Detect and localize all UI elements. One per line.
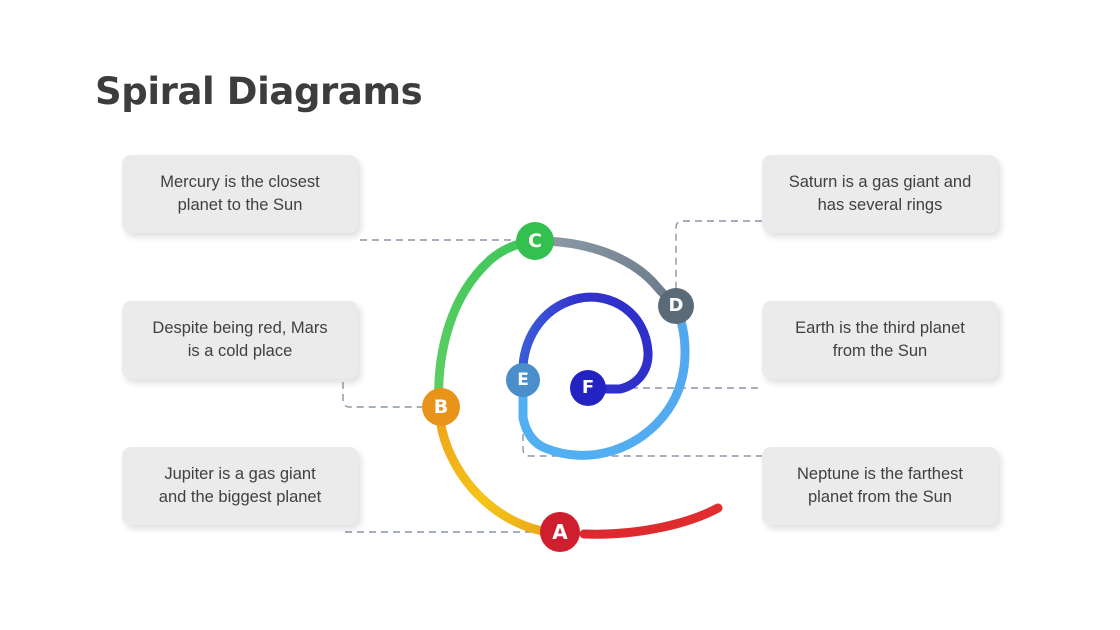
page-title: Spiral Diagrams xyxy=(95,70,423,113)
callout-saturn[interactable]: Saturn is a gas giant and has several ri… xyxy=(762,155,998,233)
callout-saturn-text: Saturn is a gas giant and has several ri… xyxy=(788,173,972,214)
callout-mercury-text: Mercury is the closest planet to the Sun xyxy=(160,173,320,214)
spiral-node-e-label: E xyxy=(517,369,529,390)
spiral-node-a[interactable]: A xyxy=(540,512,580,552)
spiral-node-f-label: F xyxy=(581,377,595,398)
callout-mercury[interactable]: Mercury is the closest planet to the Sun xyxy=(122,155,358,233)
callout-neptune[interactable]: Neptune is the farthest planet from the … xyxy=(762,447,998,525)
spiral-segment-green xyxy=(434,236,539,415)
spiral-node-b-label: B xyxy=(433,395,449,418)
connector-saturn-to-d xyxy=(675,220,762,290)
spiral-node-d-label: D xyxy=(668,295,684,316)
spiral-node-e[interactable]: E xyxy=(506,363,540,397)
spiral-node-c[interactable]: C xyxy=(516,222,554,260)
callout-jupiter-text: Jupiter is a gas giant and the biggest p… xyxy=(158,465,322,506)
connector-neptune-to-e xyxy=(522,398,762,457)
spiral-segment-orange xyxy=(434,405,565,538)
callout-jupiter[interactable]: Jupiter is a gas giant and the biggest p… xyxy=(122,447,358,525)
callout-neptune-text: Neptune is the farthest planet from the … xyxy=(796,465,963,506)
callout-earth-text: Earth is the third planet from the Sun xyxy=(795,319,965,360)
spiral-segment-indigo xyxy=(518,292,653,394)
connector-mars-to-b xyxy=(342,382,424,408)
spiral-segment-red xyxy=(579,503,723,539)
spiral-node-f[interactable]: F xyxy=(570,370,606,406)
callout-earth[interactable]: Earth is the third planet from the Sun xyxy=(762,301,998,379)
spiral-node-b[interactable]: B xyxy=(422,388,460,426)
callout-mars-text: Despite being red, Mars is a cold place xyxy=(152,319,328,360)
callout-mars[interactable]: Despite being red, Mars is a cold place xyxy=(122,301,358,379)
spiral-node-d[interactable]: D xyxy=(658,288,694,324)
spiral-node-a-label: A xyxy=(552,520,568,544)
spiral-segment-lightblue xyxy=(518,301,690,460)
connector-group xyxy=(342,220,762,533)
spiral-node-c-label: C xyxy=(528,229,542,252)
